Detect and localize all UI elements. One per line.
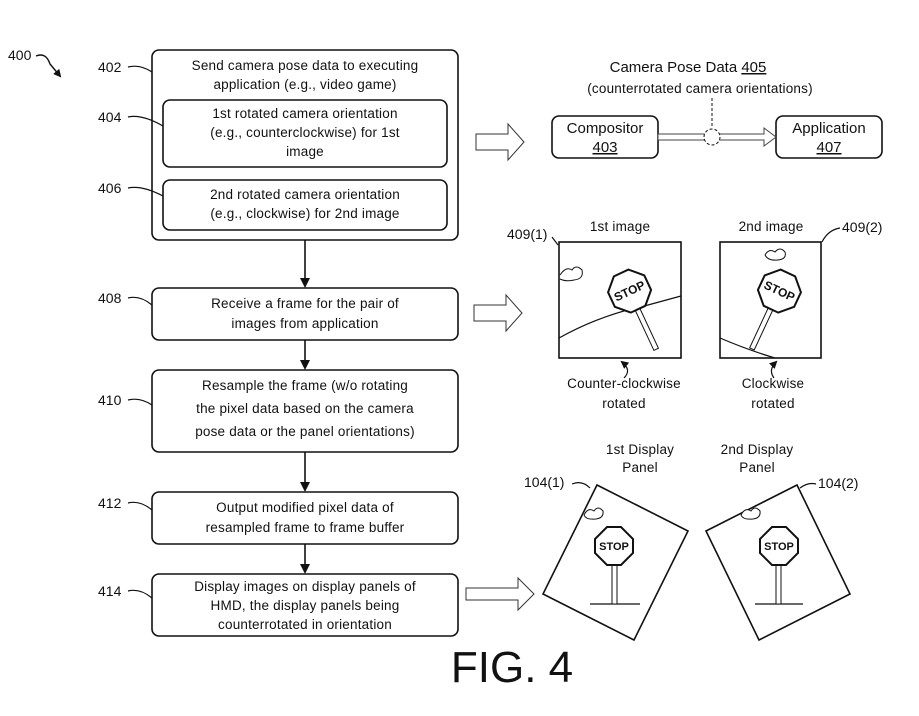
first-panel-cloud-icon	[583, 507, 604, 520]
second-panel-cloud-icon	[740, 507, 761, 520]
step-410-line1: Resample the frame (w/o rotating	[202, 378, 408, 393]
ref-leader-406	[127, 186, 164, 197]
pose-data-label: Camera Pose Data 405	[610, 59, 767, 76]
first-panel-ref-leader	[571, 482, 591, 489]
step-404-line1: 1st rotated camera orientation	[212, 106, 397, 121]
step-412-line1: Output modified pixel data of	[216, 500, 394, 515]
hollow-arrow-to-images	[473, 293, 523, 333]
compositor-label: Compositor	[567, 120, 644, 137]
step-ref-410: 410	[98, 392, 122, 408]
ref-leader-404	[127, 115, 164, 127]
step-ref-406: 406	[98, 180, 122, 196]
pose-data-node	[703, 128, 721, 146]
hollow-arrow-to-panels	[465, 576, 535, 612]
second-panel-label-line2: Panel	[739, 460, 775, 475]
second-image-cloud-icon	[764, 248, 786, 261]
step-box-414	[151, 573, 459, 637]
first-panel-label-line2: Panel	[622, 460, 658, 475]
second-image-caption-line1: Clockwise	[742, 376, 805, 391]
second-image: STOP	[719, 241, 822, 359]
step-ref-402: 402	[98, 59, 122, 75]
first-image-ref: 409(1)	[507, 226, 547, 242]
step-ref-408: 408	[98, 290, 122, 306]
figure-ref-400: 400	[8, 47, 32, 63]
first-image-ref-leader	[551, 236, 559, 246]
step-box-404	[162, 99, 448, 168]
step-414-line1: Display images on display panels of	[194, 579, 416, 594]
step-414-line3: counterrotated in orientation	[218, 617, 392, 632]
ref-leader-412	[127, 501, 153, 511]
first-display-panel: STOP	[541, 483, 690, 642]
second-image-caption-line2: rotated	[751, 396, 794, 411]
first-image-caption-line2: rotated	[602, 396, 645, 411]
step-404-line3: image	[286, 144, 324, 159]
ref-leader-410	[127, 398, 153, 406]
step-406-line2: (e.g., clockwise) for 2nd image	[210, 206, 399, 221]
first-panel-stop-sign-icon	[594, 526, 634, 566]
svg-text:STOP: STOP	[599, 541, 629, 553]
second-image-ref: 409(2)	[842, 219, 882, 235]
first-image-cloud-icon	[559, 266, 583, 282]
step-414-line2: HMD, the display panels being	[211, 598, 400, 613]
step-406-line1: 2nd rotated camera orientation	[210, 187, 400, 202]
second-image-label: 2nd image	[739, 219, 804, 234]
first-image: STOP	[558, 241, 682, 359]
figure-caption: FIG. 4	[451, 643, 573, 692]
svg-text:STOP: STOP	[764, 541, 794, 553]
second-display-panel: STOP	[704, 483, 852, 642]
second-panel-label-line1: 2nd Display	[721, 442, 794, 457]
compositor-ref: 403	[592, 139, 617, 156]
ref-leader-414	[127, 589, 153, 599]
step-402-line2: application (e.g., video game)	[213, 77, 396, 92]
step-ref-404: 404	[98, 109, 122, 125]
step-410-line2: the pixel data based on the camera	[196, 401, 414, 416]
step-404-line2: (e.g., counterclockwise) for 1st	[210, 125, 400, 140]
ref-leader-402	[127, 65, 153, 73]
first-panel-sign-post	[611, 561, 618, 605]
first-image-label: 1st image	[590, 219, 650, 234]
second-image-ref-leader	[821, 227, 841, 243]
second-image-ground	[719, 337, 776, 359]
step-412-line2: resampled frame to frame buffer	[206, 520, 405, 535]
second-panel-ref: 104(2)	[818, 475, 858, 491]
second-panel-stop-sign-icon	[759, 526, 799, 566]
step-ref-412: 412	[98, 495, 122, 511]
second-image-stop-sign-icon	[756, 268, 803, 314]
second-panel-sign-post	[775, 561, 782, 605]
step-408-line1: Receive a frame for the pair of	[211, 296, 399, 311]
first-image-caption-line1: Counter-clockwise	[567, 376, 681, 391]
step-box-406	[162, 179, 448, 231]
step-402-line1: Send camera pose data to executing	[192, 58, 419, 73]
step-ref-414: 414	[98, 583, 122, 599]
first-panel-label-line1: 1st Display	[606, 442, 674, 457]
second-caption-arrow	[768, 360, 778, 379]
first-panel-ref: 104(1)	[524, 474, 564, 490]
hollow-arrow-to-pose-data	[475, 122, 525, 162]
pose-data-sublabel: (counterrotated camera orientations)	[587, 81, 813, 96]
step-410-line3: pose data or the panel orientations)	[195, 424, 415, 439]
application-ref: 407	[816, 139, 841, 156]
ref-leader-408	[127, 296, 153, 306]
second-panel-ref-leader	[799, 482, 817, 489]
first-image-stop-sign-icon	[606, 268, 653, 314]
step-408-line2: images from application	[231, 316, 378, 331]
first-caption-arrow	[620, 360, 630, 379]
figure-ref-arrow	[35, 54, 62, 78]
application-label: Application	[792, 120, 865, 137]
